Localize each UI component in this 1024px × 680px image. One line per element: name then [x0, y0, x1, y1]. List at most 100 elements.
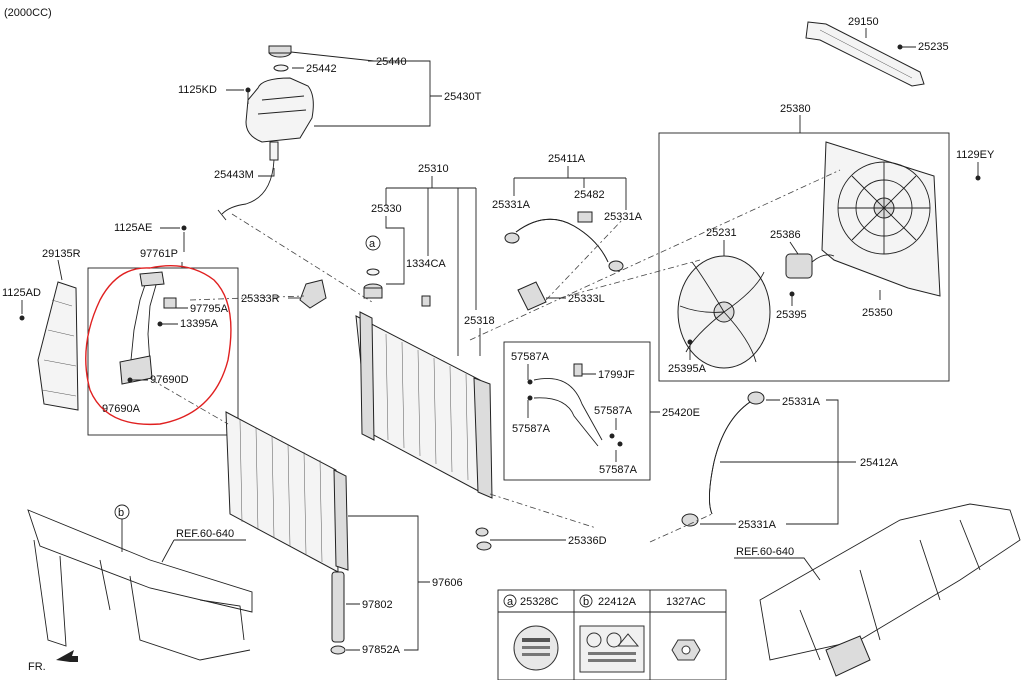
part-label-25350[interactable]: 25350	[862, 307, 893, 319]
part-label-25420E[interactable]: 25420E	[662, 407, 700, 419]
hose-clamp-upper-left[interactable]	[504, 232, 520, 244]
bracket-25336D-top[interactable]	[475, 527, 489, 537]
part-label-1125AE[interactable]: 1125AE	[114, 222, 152, 234]
clip-25482[interactable]	[577, 211, 593, 223]
hose-clamp-lower-top[interactable]	[747, 391, 765, 405]
front-end-carrier-left	[27, 509, 253, 661]
part-label-25442[interactable]: 25442	[306, 63, 337, 75]
bolt-1125AD[interactable]	[19, 315, 25, 321]
part-label-57587A-c[interactable]: 57587A	[594, 405, 633, 417]
part-label-25330[interactable]: 25330	[371, 203, 402, 215]
bolt-1129EY[interactable]	[975, 175, 981, 181]
label-sticker-icon	[513, 625, 559, 671]
part-label-97761P[interactable]: 97761P	[140, 248, 178, 260]
clamp-57587A-b[interactable]	[527, 395, 533, 401]
oil-cooler-hose[interactable]	[533, 377, 603, 447]
part-label-97690D[interactable]: 97690D	[150, 374, 189, 386]
part-label-25430T[interactable]: 25430T	[444, 91, 482, 103]
part-label-25235[interactable]: 25235	[918, 41, 949, 53]
part-label-25331A-upper-left[interactable]: 25331A	[492, 199, 531, 211]
upper-radiator-hose[interactable]	[515, 218, 609, 263]
bracket-97795A[interactable]	[163, 297, 177, 309]
side-air-guard-29135R[interactable]	[37, 281, 79, 411]
part-label-25333R[interactable]: 25333R	[241, 293, 280, 305]
part-label-97606[interactable]: 97606	[432, 577, 463, 589]
part-label-25331A-lower-top[interactable]: 25331A	[782, 396, 821, 408]
fan-assembly-frame	[658, 132, 950, 382]
upper-bracket-29150[interactable]	[805, 21, 925, 87]
clamp-57587A-a[interactable]	[527, 379, 533, 385]
mount-insulator-25333L[interactable]	[517, 281, 547, 311]
bolt-97690D[interactable]	[127, 377, 133, 383]
reservoir-hose[interactable]	[217, 159, 275, 221]
part-label-25440[interactable]: 25440	[376, 56, 407, 68]
reservoir-seal[interactable]	[273, 64, 289, 72]
nut-25395[interactable]	[789, 291, 795, 297]
part-label-97802[interactable]: 97802	[362, 599, 393, 611]
part-label-1334CA[interactable]: 1334CA	[406, 258, 446, 270]
part-label-25331A-upper-right[interactable]: 25331A	[604, 211, 643, 223]
part-label-57587A-d[interactable]: 57587A	[599, 464, 638, 476]
radiator-cap-seal[interactable]	[366, 268, 380, 276]
part-label-25395[interactable]: 25395	[776, 309, 807, 321]
coolant-reservoir[interactable]	[245, 77, 314, 161]
ref-label-left[interactable]: REF.60-640	[176, 528, 234, 540]
callout-a-circle	[365, 235, 381, 251]
hose-clamp-upper-right[interactable]	[608, 260, 624, 272]
lower-radiator-hose[interactable]	[709, 401, 751, 515]
ac-line-frame	[87, 267, 239, 436]
clip-1799JF[interactable]	[573, 363, 583, 377]
part-label-1125KD[interactable]: 1125KD	[178, 84, 217, 96]
radiator-cap[interactable]	[363, 283, 383, 299]
part-label-25443M[interactable]: 25443M	[214, 169, 254, 181]
radiator-core[interactable]	[355, 311, 493, 499]
cooling-fan-blade[interactable]	[677, 255, 771, 369]
legend-code-25328C[interactable]: 25328C	[520, 596, 559, 608]
part-label-25318[interactable]: 25318	[464, 315, 495, 327]
part-label-13395A[interactable]: 13395A	[180, 318, 219, 330]
bolt-25235[interactable]	[897, 44, 903, 50]
part-label-29150[interactable]: 29150	[848, 16, 879, 28]
drain-plug-1334CA[interactable]	[421, 295, 431, 307]
nut-25395A[interactable]	[687, 339, 693, 345]
reservoir-cap[interactable]	[268, 45, 292, 58]
legend-code-22412A[interactable]: 22412A	[598, 596, 637, 608]
receiver-drier-97802[interactable]	[331, 571, 345, 643]
legend-code-1327AC[interactable]: 1327AC	[666, 596, 706, 608]
part-label-25482[interactable]: 25482	[574, 189, 605, 201]
ref-label-right[interactable]: REF.60-640	[736, 546, 794, 558]
part-label-1125AD[interactable]: 1125AD	[2, 287, 41, 299]
part-label-25411A[interactable]: 25411A	[548, 153, 586, 165]
part-label-1129EY[interactable]: 1129EY	[956, 149, 995, 161]
condenser-97606[interactable]	[225, 411, 349, 573]
part-label-25380[interactable]: 25380	[780, 103, 811, 115]
part-label-25395A[interactable]: 25395A	[668, 363, 707, 375]
part-label-25331A-lower-bottom[interactable]: 25331A	[738, 519, 777, 531]
part-label-25333L[interactable]: 25333L	[568, 293, 605, 305]
warning-label-icon	[579, 625, 645, 673]
fan-shroud[interactable]	[821, 141, 941, 297]
drier-cap-97852A[interactable]	[330, 645, 346, 655]
part-label-97690A[interactable]: 97690A	[102, 403, 141, 415]
part-label-97795A[interactable]: 97795A	[190, 303, 229, 315]
part-label-57587A-b[interactable]: 57587A	[512, 423, 551, 435]
mount-insulator-25333R[interactable]	[299, 279, 327, 309]
part-label-25310[interactable]: 25310	[418, 163, 449, 175]
part-label-97852A[interactable]: 97852A	[362, 644, 401, 656]
part-label-25386[interactable]: 25386	[770, 229, 801, 241]
part-label-57587A-a[interactable]: 57587A	[511, 351, 550, 363]
bolt-1125AE[interactable]	[181, 225, 187, 231]
clamp-57587A-d[interactable]	[617, 441, 623, 447]
bolt-13395A[interactable]	[157, 321, 163, 327]
fan-motor[interactable]	[785, 253, 835, 279]
part-label-25231[interactable]: 25231	[706, 227, 737, 239]
part-label-25412A[interactable]: 25412A	[860, 457, 899, 469]
bracket-25336D-bottom[interactable]	[476, 541, 492, 551]
part-label-29135R[interactable]: 29135R	[42, 248, 81, 260]
legend-letter-b: b	[583, 596, 589, 608]
clamp-57587A-c[interactable]	[609, 433, 615, 439]
ac-pipe-assembly[interactable]	[119, 271, 165, 385]
part-label-1799JF[interactable]: 1799JF	[598, 369, 635, 381]
bolt-1125KD[interactable]	[245, 87, 251, 93]
part-label-25336D[interactable]: 25336D	[568, 535, 607, 547]
